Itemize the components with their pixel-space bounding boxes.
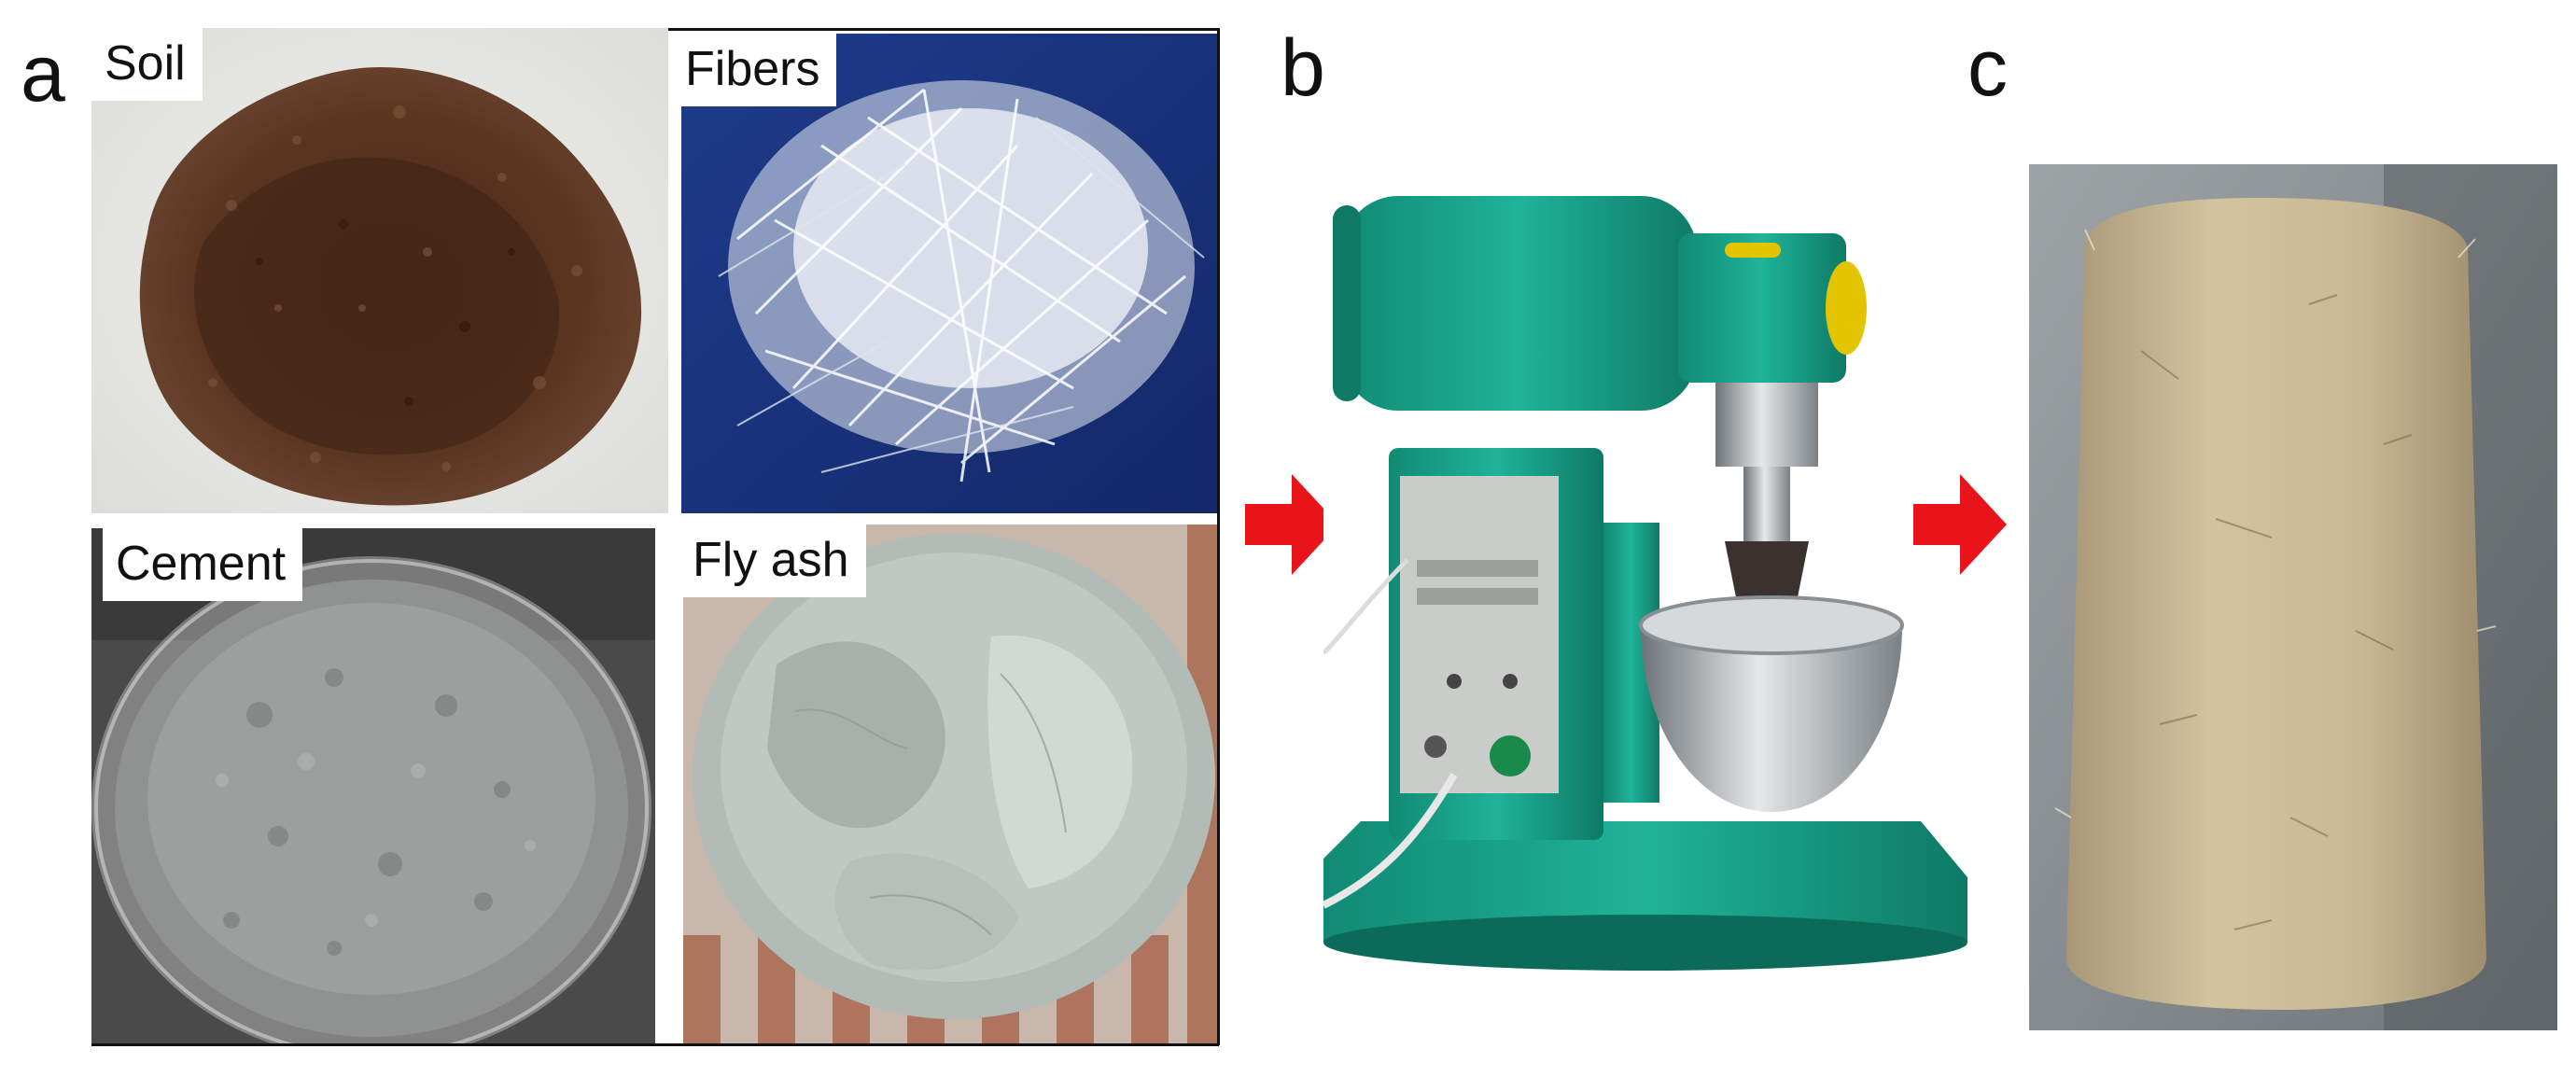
arrow-right-icon [1913,474,2007,575]
cement-photo [91,528,655,1043]
panel-label-a: a [21,29,65,119]
fibers-caption: Fibers [672,34,837,106]
fibers-photo [681,34,1217,513]
cement-caption: Cement [103,528,303,601]
panel-a-right-rule [1217,28,1220,1045]
arrow-right-icon [1245,474,1338,575]
panel-label-b: b [1281,23,1325,113]
soil-photo [91,28,668,513]
panel-a-top-rule [616,28,1219,31]
soil-caption: Soil [91,28,203,101]
panel-label-c: c [1967,23,2008,113]
flyash-photo [683,525,1217,1043]
panel-a-bottom-rule [91,1043,1219,1046]
mortar-mixer-photo [1323,168,1967,1008]
specimen-photo [2029,164,2557,1030]
flyash-caption: Fly ash [679,525,866,597]
